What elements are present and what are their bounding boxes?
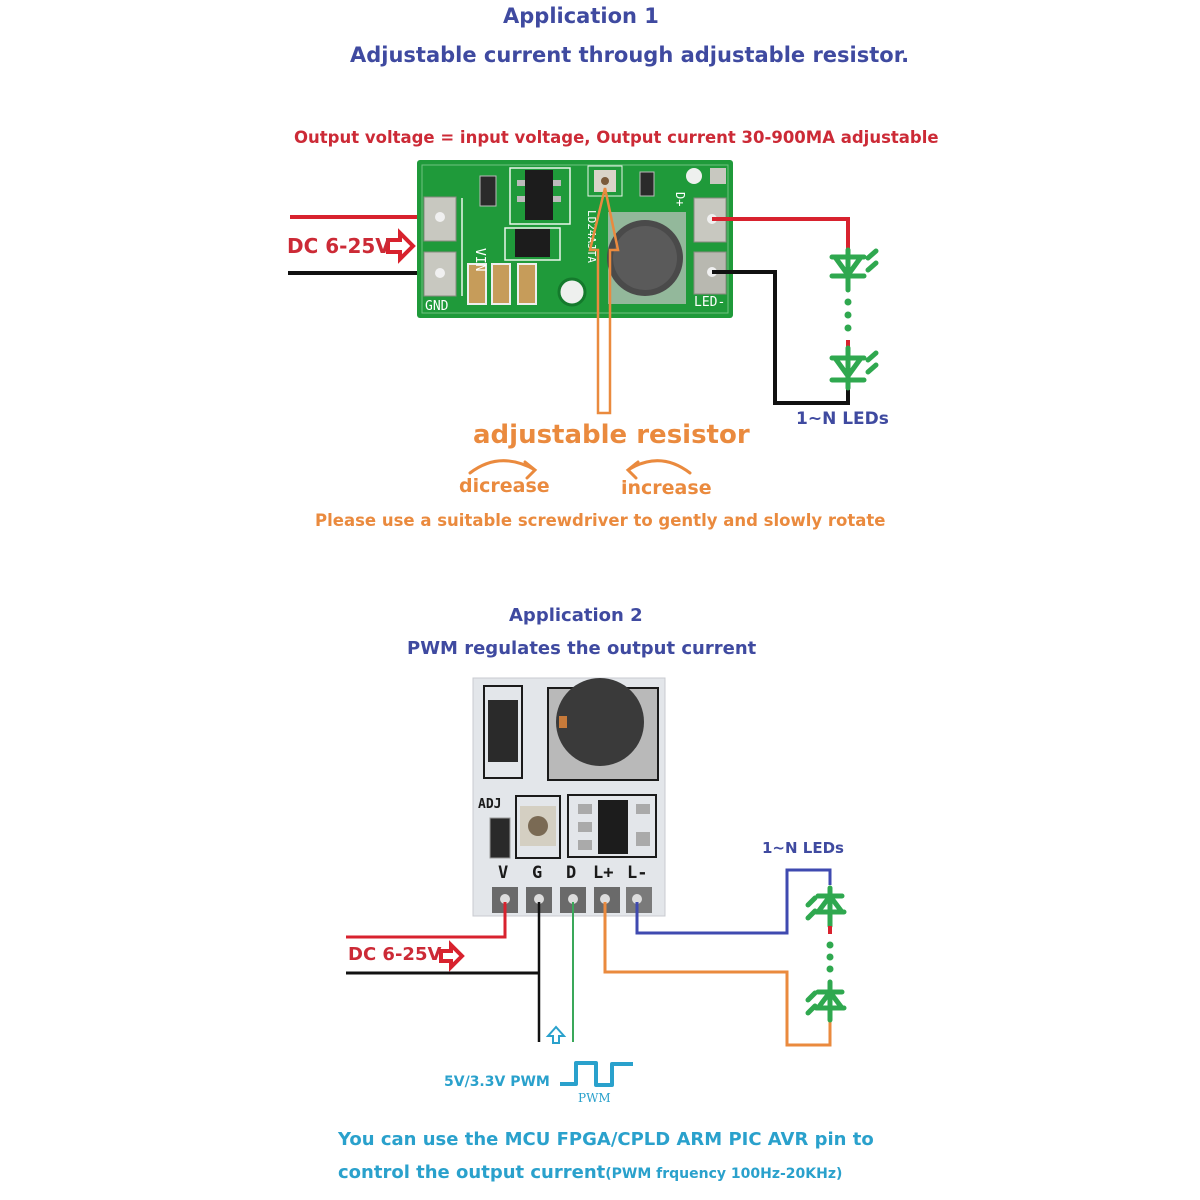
app1-leds-label: 1~N LEDs xyxy=(796,409,889,429)
app1-spec: Output voltage = input voltage, Output c… xyxy=(294,128,939,147)
app2-input-label: DC 6-25V xyxy=(348,944,442,965)
app1-input-label: DC 6-25V xyxy=(287,234,391,258)
app2-pcb-board xyxy=(472,677,666,917)
app2-pin-v-label: V xyxy=(498,863,509,883)
app2-subtitle: PWM regulates the output current xyxy=(407,638,757,659)
app2-pwm-wave-icon xyxy=(560,1061,633,1087)
app2-led-top-icon xyxy=(805,885,847,929)
app2-footer-line2-main: control the output current xyxy=(338,1162,606,1183)
app1-subtitle: Adjustable current through adjustable re… xyxy=(350,43,910,67)
app2-footer-line2-note: (PWM frquency 100Hz-20KHz) xyxy=(605,1166,843,1182)
app2-pwm-up-arrow-icon xyxy=(545,1025,567,1044)
app2-led-bottom-icon xyxy=(805,979,847,1023)
app2-board-adj-label: ADJ xyxy=(478,797,501,812)
app1-title: Application 1 xyxy=(503,4,659,28)
app2-title: Application 2 xyxy=(509,605,643,626)
app2-lminus-wire xyxy=(635,868,832,935)
app2-pin-g-label: G xyxy=(532,863,543,883)
app1-board-vin-label: VIN xyxy=(472,248,487,271)
app2-pin-lplus-label: L+ xyxy=(593,863,614,883)
app1-increase-label: increase xyxy=(621,477,712,499)
app2-pwm-input-label: 5V/3.3V PWM xyxy=(444,1074,550,1090)
app2-pwm-wave-label: PWM xyxy=(578,1091,611,1105)
app2-pin-lminus-label: L- xyxy=(627,863,648,883)
app1-led-top-icon xyxy=(829,247,879,293)
app1-board-gnd-label: GND xyxy=(425,299,449,314)
app1-board-dplus-label: D+ xyxy=(673,192,687,206)
app1-diagram: VIN GND LD24AJTA D+ LED- xyxy=(288,160,879,480)
app1-resistor-pointer-arrow xyxy=(588,187,620,415)
app2-pin-d-label: D xyxy=(566,863,577,883)
app1-led-bottom-icon xyxy=(829,345,879,391)
app2-footer-line1: You can use the MCU FPGA/CPLD ARM PIC AV… xyxy=(338,1129,874,1150)
app1-board-ledminus-label: LED- xyxy=(694,295,725,310)
app1-input-arrow-icon xyxy=(386,228,416,264)
app2-input-arrow-icon xyxy=(439,940,465,972)
app2-led-ellipsis xyxy=(826,941,834,973)
app1-led-minus-wire xyxy=(712,270,850,405)
app1-resistor-label: adjustable resistor xyxy=(473,420,750,450)
app1-note: Please use a suitable screwdriver to gen… xyxy=(315,511,886,530)
app2-lplus-wire xyxy=(603,902,832,1047)
app1-pcb-board xyxy=(417,160,733,318)
app1-decrease-arrow-icon xyxy=(468,459,538,480)
app2-leds-label: 1~N LEDs xyxy=(762,839,844,857)
app1-decrease-label: dicrease xyxy=(459,475,550,497)
app1-led-plus-wire xyxy=(712,217,850,250)
app2-v-wire xyxy=(346,902,507,939)
app1-led-ellipsis xyxy=(844,298,852,332)
app2-footer-line2: control the output current(PWM frquency … xyxy=(338,1162,842,1183)
app1-increase-arrow-icon xyxy=(625,459,692,480)
